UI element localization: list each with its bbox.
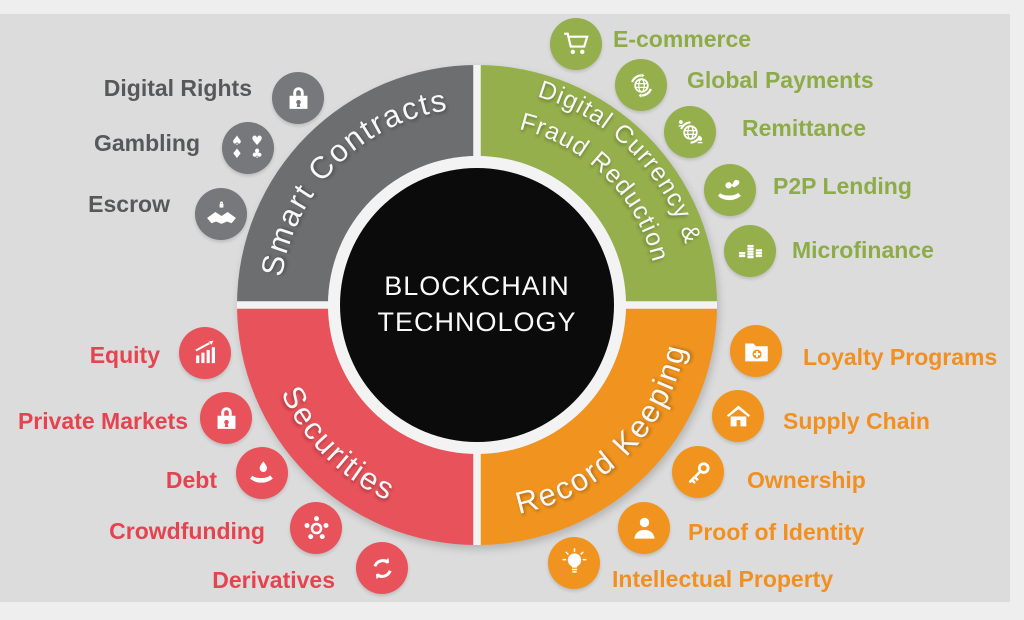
digital-currency-arc [477, 65, 717, 305]
e-commerce-badge [550, 18, 602, 70]
loyalty-programs-label: Loyalty Programs [803, 344, 998, 370]
supply-chain-badge [712, 390, 764, 442]
house-delivery-icon [722, 400, 755, 433]
private-markets-badge [200, 392, 252, 444]
supply-chain-label: Supply Chain [783, 408, 930, 434]
ownership-label: Ownership [747, 467, 866, 493]
equity-label: Equity [89, 342, 160, 368]
cycle-arrows-icon [366, 552, 399, 585]
growth-chart-icon [189, 337, 222, 370]
hand-drop-icon [246, 457, 279, 490]
securities-arc [237, 305, 477, 545]
card-suits-icon: ♠ ♥ ♦ ♣ [231, 134, 265, 162]
debt-badge [236, 447, 288, 499]
center-title-line1: BLOCKCHAIN [384, 271, 570, 301]
lightbulb-icon [558, 547, 591, 580]
shopping-cart-icon [560, 28, 593, 61]
digital-rights-label: Digital Rights [103, 75, 252, 101]
e-commerce-label: E-commerce [613, 26, 752, 52]
equity-badge [179, 327, 231, 379]
escrow-badge [195, 188, 247, 240]
p2p-lending-badge [704, 164, 756, 216]
smart-contracts-arc [237, 65, 477, 305]
intellectual-property-badge [548, 537, 600, 589]
p2p-lending-label: P2P Lending [773, 173, 912, 199]
center-title-line2: TECHNOLOGY [377, 307, 577, 337]
lock-icon [210, 402, 243, 435]
global-payments-badge [615, 59, 667, 111]
microfinance-badge [724, 225, 776, 277]
escrow-label: Escrow [88, 191, 170, 217]
intellectual-property-label: Intellectual Property [612, 566, 834, 592]
lock-icon [282, 82, 315, 115]
folder-plus-icon [740, 335, 773, 368]
hands-exchange-icon [714, 174, 747, 207]
remittance-label: Remittance [742, 115, 866, 141]
key-icon [682, 456, 715, 489]
center-circle [340, 168, 614, 442]
gambling-badge: ♠ ♥ ♦ ♣ [222, 122, 274, 174]
globe-people-icon [674, 116, 707, 149]
person-icon [628, 512, 661, 545]
global-payments-label: Global Payments [687, 67, 874, 93]
ownership-badge [672, 446, 724, 498]
crowdfunding-badge [290, 502, 342, 554]
debt-label: Debt [165, 467, 217, 493]
globe-payments-icon [625, 69, 658, 102]
private-markets-label: Private Markets [17, 408, 188, 434]
derivatives-badge [356, 542, 408, 594]
microfinance-label: Microfinance [792, 237, 934, 263]
remittance-badge [664, 106, 716, 158]
digital-rights-badge [272, 72, 324, 124]
crowdfunding-label: Crowdfunding [109, 518, 265, 544]
record-keeping-arc [477, 305, 717, 545]
coin-stacks-icon [734, 235, 767, 268]
derivatives-label: Derivatives [212, 567, 335, 593]
proof-of-identity-label: Proof of Identity [688, 519, 865, 545]
gambling-label: Gambling [93, 130, 200, 156]
center-title: BLOCKCHAIN TECHNOLOGY [327, 268, 627, 340]
network-people-icon [300, 512, 333, 545]
handshake-icon [205, 198, 238, 231]
proof-of-identity-badge [618, 502, 670, 554]
loyalty-programs-badge [730, 325, 782, 377]
quadrant-arcs [237, 65, 717, 545]
